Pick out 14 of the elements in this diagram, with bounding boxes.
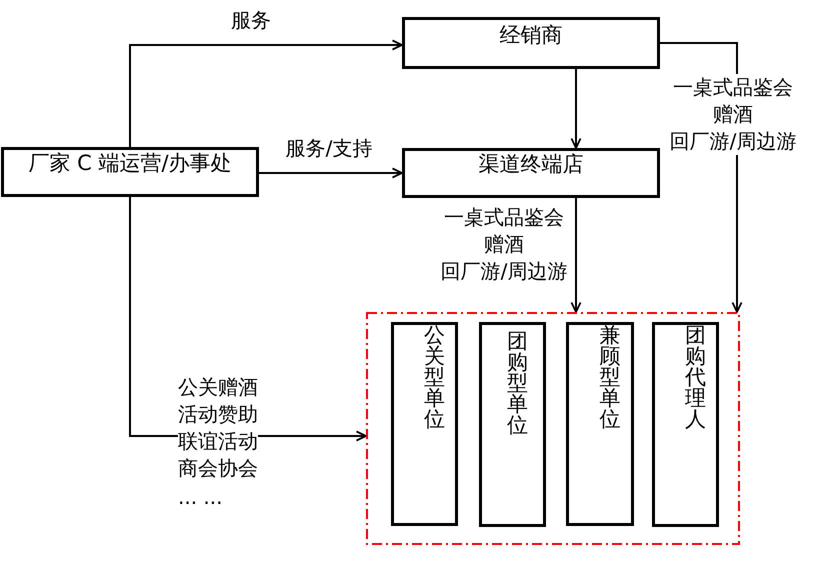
arrow: [259, 168, 403, 178]
arrow: [570, 198, 582, 313]
arrow: [570, 69, 582, 149]
process-box: 厂家 C 端运营/办事处: [1, 147, 259, 197]
annotation-text: 一桌式品鉴会: [673, 74, 793, 101]
annotation-text: 回厂游/周边游: [670, 128, 796, 155]
process-box: 公关型单位: [391, 322, 458, 526]
process-box: 团购型单位: [479, 322, 546, 527]
process-box: 团购代理人: [652, 322, 719, 527]
process-box: 渠道终端店: [402, 148, 660, 198]
process-box: 兼顾型单位: [566, 322, 634, 526]
annotation-text: 赠酒: [713, 101, 753, 128]
process-box: 经销商: [402, 17, 660, 69]
arrow: [129, 40, 403, 147]
